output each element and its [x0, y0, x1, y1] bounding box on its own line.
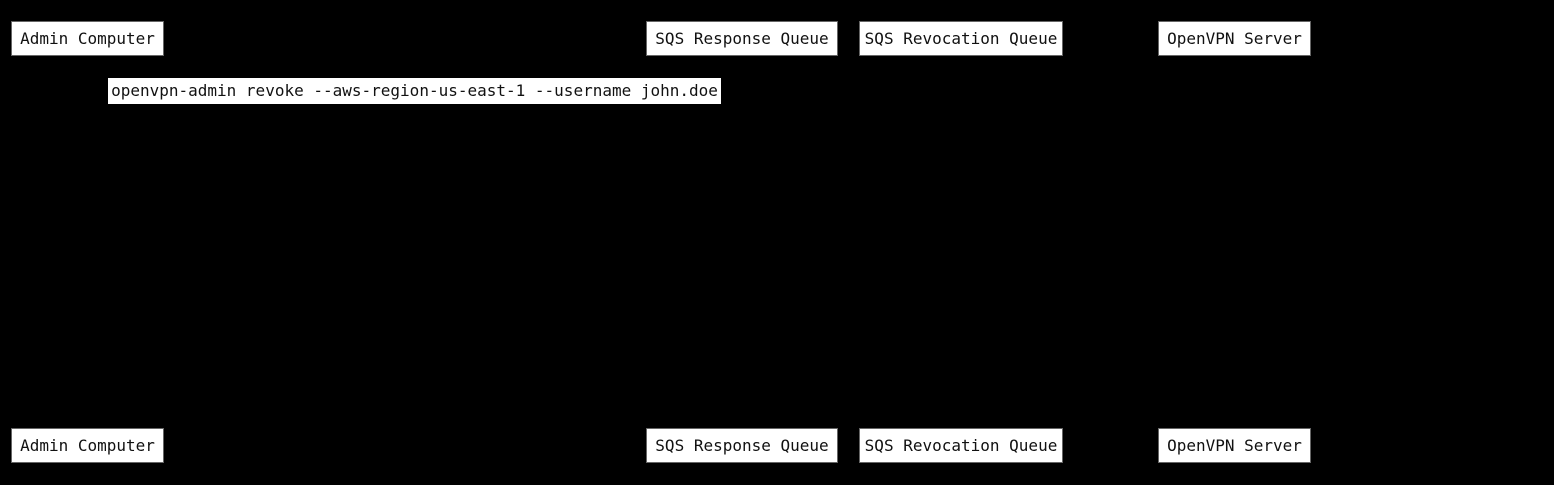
actor-sqs-revocation-queue-bottom: SQS Revocation Queue — [859, 428, 1063, 463]
lifeline-admin-computer — [87, 56, 88, 428]
actor-openvpn-server-top: OpenVPN Server — [1158, 21, 1311, 56]
actor-admin-computer-top: Admin Computer — [11, 21, 164, 56]
actor-sqs-response-queue-top: SQS Response Queue — [646, 21, 838, 56]
actor-admin-computer-bottom: Admin Computer — [11, 428, 164, 463]
message-label-revoke-command: openvpn-admin revoke --aws-region-us-eas… — [108, 78, 721, 104]
actor-sqs-revocation-queue-top: SQS Revocation Queue — [859, 21, 1063, 56]
lifeline-sqs-response-queue — [742, 56, 743, 428]
lifeline-sqs-revocation-queue — [961, 56, 962, 428]
actor-openvpn-server-bottom: OpenVPN Server — [1158, 428, 1311, 463]
lifeline-openvpn-server — [1234, 56, 1235, 428]
actor-sqs-response-queue-bottom: SQS Response Queue — [646, 428, 838, 463]
